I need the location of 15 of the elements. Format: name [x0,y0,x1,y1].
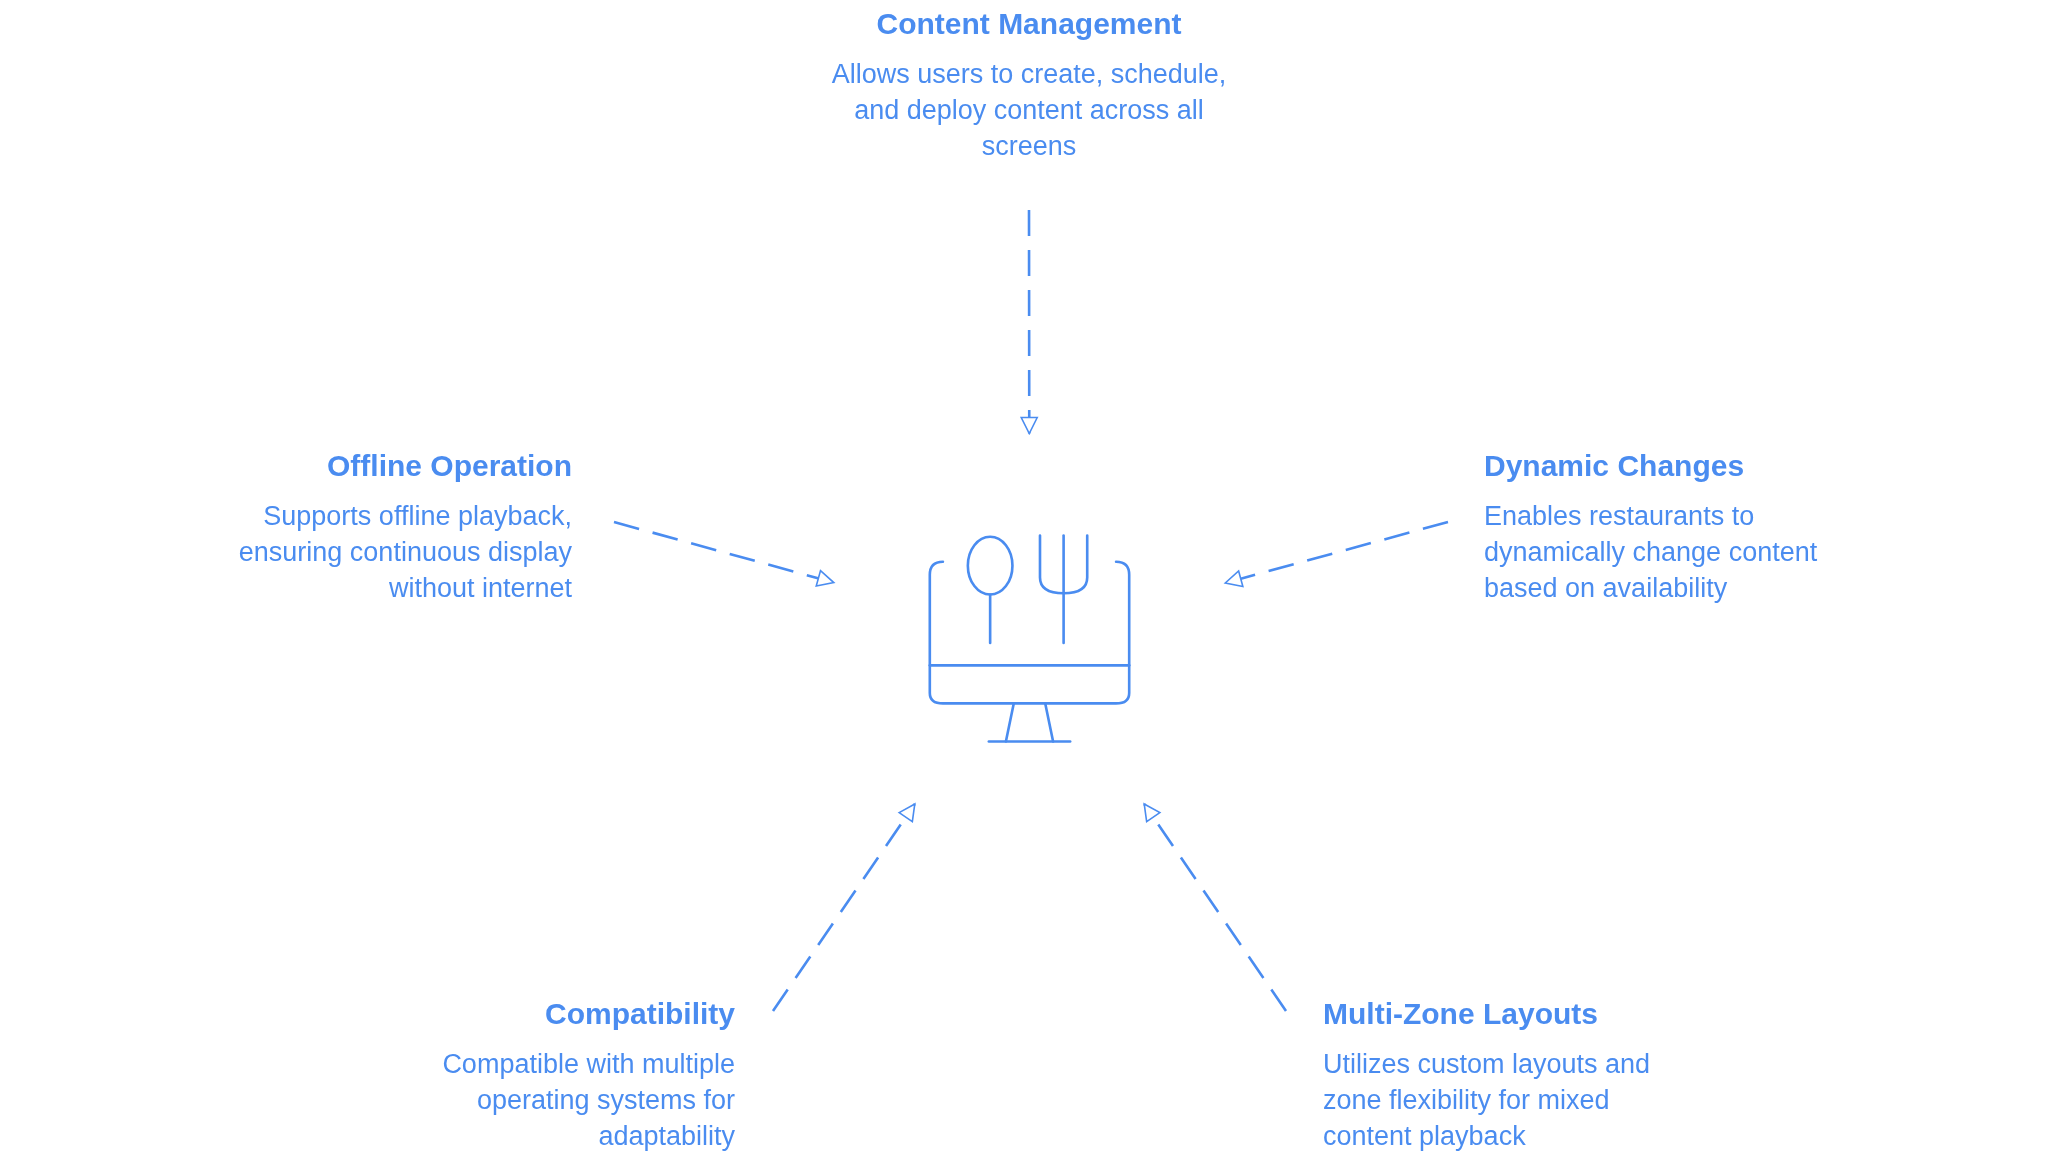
dashed-arrow [771,803,916,1012]
feature-description: Allows users to create, schedule, and deploy content across all screens [830,58,1228,163]
dashed-arrow [613,520,835,587]
feature-title: Multi-Zone Layouts [1323,996,1599,1032]
dashed-arrow [1143,803,1288,1012]
dashed-arrow [1224,520,1449,588]
feature-description: Enables restaurants to dynamically change content based on availability [1484,500,1819,605]
feature-description: Compatible with multiple operating systems for adaptability [441,1048,735,1153]
feature-description: Utilizes custom layouts and zone flexibility for mixed content playback [1323,1048,1652,1153]
feature-description: Supports offline playback, ensuring continuous display without internet [237,500,572,605]
feature-title: Compatibility [544,996,735,1032]
feature-title: Dynamic Changes [1484,448,1746,484]
dashed-arrow [1020,210,1039,435]
feature-title: Offline Operation [326,448,572,484]
feature-title: Content Management [875,6,1183,42]
